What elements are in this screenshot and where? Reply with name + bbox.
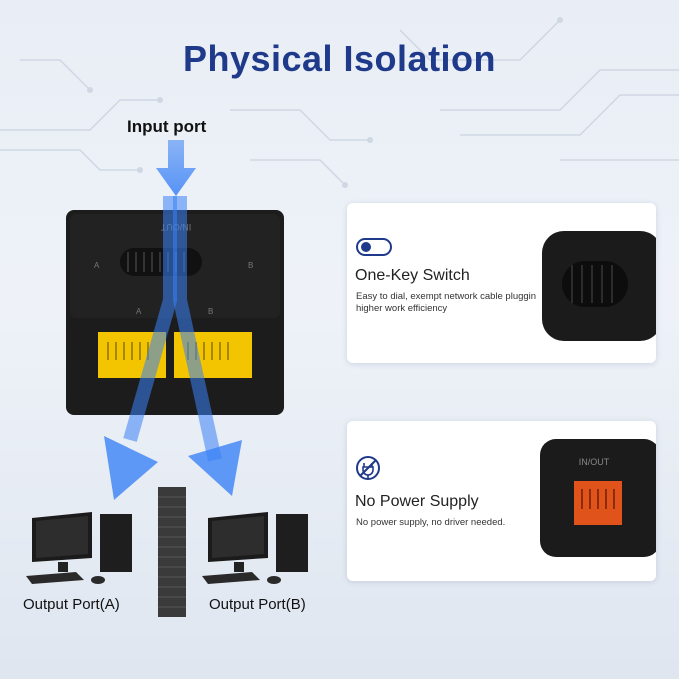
- computer-b-icon: [202, 512, 308, 584]
- output-arrow-b: [188, 440, 242, 496]
- no-power-icon: [356, 456, 380, 480]
- computer-a-icon: [26, 512, 132, 584]
- device-a-mark: A: [94, 261, 100, 270]
- feature-description: No power supply, no driver needed.: [356, 517, 506, 528]
- switch-closeup-photo: [536, 203, 656, 363]
- input-arrow: [156, 140, 196, 196]
- output-port-a-label: Output Port(A): [23, 596, 120, 613]
- isolation-wall-icon: [158, 487, 186, 617]
- device-port-a-mark: A: [136, 307, 142, 316]
- output-arrow-a: [104, 436, 158, 500]
- toggle-icon: [356, 238, 392, 256]
- output-port-b-label: Output Port(B): [209, 596, 306, 613]
- port-closeup-photo: IN/OUT: [536, 421, 656, 581]
- feature-title: No Power Supply: [355, 493, 479, 510]
- feature-card-one-key-switch: One-Key Switch Easy to dial, exempt netw…: [347, 203, 656, 363]
- device-port-b-mark: B: [208, 307, 213, 316]
- feature-title: One-Key Switch: [355, 267, 470, 284]
- device-b-mark: B: [248, 261, 253, 270]
- input-port-label: Input port: [127, 117, 207, 136]
- photo-inout-text: IN/OUT: [579, 457, 610, 467]
- page-title: Physical Isolation: [182, 38, 497, 79]
- feature-card-no-power: No Power Supply No power supply, no driv…: [347, 421, 656, 581]
- feature-description: Easy to dial, exempt network cable plugg…: [356, 291, 544, 314]
